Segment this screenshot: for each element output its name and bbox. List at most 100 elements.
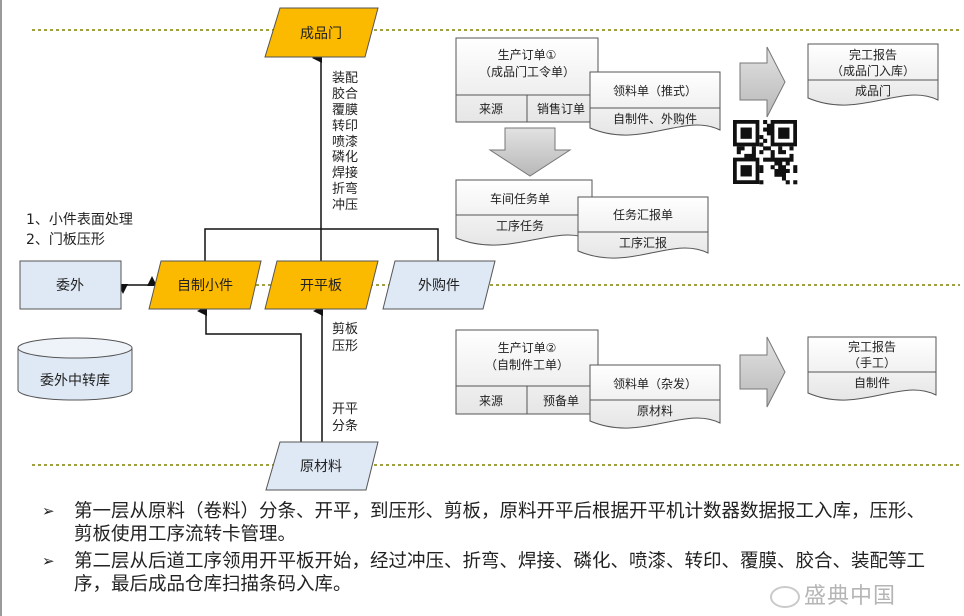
qr-module xyxy=(766,146,771,151)
process-label: 压形 xyxy=(332,339,358,354)
note-2: 2、门板压形 xyxy=(26,232,105,248)
right-arrow-icon xyxy=(739,336,786,408)
bullet-text: 第一层从原料（卷料）分条、开平，到压形、剪板，原料开平后根据开平机计数器数据报工… xyxy=(74,501,926,545)
finished-door-label: 成品门 xyxy=(300,26,342,42)
finished-door-node xyxy=(264,7,379,58)
raw-material-label: 原材料 xyxy=(300,459,342,475)
qr-module xyxy=(766,127,771,132)
qr-module xyxy=(778,146,783,151)
flat-sheet-label: 开平板 xyxy=(300,278,342,294)
qr-module xyxy=(759,150,764,155)
wechat-icon xyxy=(770,586,800,608)
doc-title: 领料单（杂发） xyxy=(613,376,697,391)
doc-title: 任务汇报单 xyxy=(613,207,673,222)
qr-module xyxy=(781,168,787,174)
qr-module xyxy=(781,176,787,181)
process-label: 装配 xyxy=(332,71,358,86)
doc-content: 工序任务 xyxy=(496,218,544,233)
qr-module xyxy=(740,127,752,139)
qr-module xyxy=(781,157,787,162)
completion-report-2: 完工报告 （手工） 自制件 xyxy=(807,336,937,401)
arrow-bullet-icon: ➢ xyxy=(42,502,55,520)
qr-module xyxy=(793,165,798,170)
raw-material-node xyxy=(265,441,379,491)
qr-module xyxy=(740,146,745,151)
qr-module xyxy=(763,120,768,125)
qr-module xyxy=(789,157,794,162)
qr-module xyxy=(774,172,779,177)
outsource-label: 委外 xyxy=(56,278,84,294)
self-made-parts-label: 自制小件 xyxy=(177,278,233,294)
bullet-item: ➢ 第二层从后道工序领用开平板开始，经过冲压、折弯、焊接、磷化、喷漆、转印、覆膜… xyxy=(42,550,942,596)
process-label: 折弯 xyxy=(332,181,358,197)
material-requisition-misc: 领料单（杂发） 原材料 xyxy=(589,364,721,429)
outsource-node xyxy=(19,260,122,310)
qr-module xyxy=(778,127,790,139)
watermark: 盛典中国 xyxy=(770,584,896,610)
doc-content: 工序汇报 xyxy=(619,235,667,250)
doc-subtitle: （成品门入库） xyxy=(831,63,915,78)
qr-module xyxy=(778,172,783,177)
qr-module xyxy=(781,165,787,170)
qr-module xyxy=(736,146,741,151)
task-report-doc: 任务汇报单 工序汇报 xyxy=(577,196,709,259)
completion-report-1: 完工报告 （成品门入库） 成品门 xyxy=(807,43,939,106)
doc-subtitle: （自制件工单） xyxy=(485,358,569,372)
process-label: 喷漆 xyxy=(332,134,358,150)
doc-title: 完工报告 xyxy=(849,47,897,62)
doc-title: 生产订单① xyxy=(498,48,557,62)
qr-module xyxy=(785,157,790,162)
doc-content: 原材料 xyxy=(637,404,673,418)
qr-module xyxy=(736,150,741,155)
down-arrow-icon xyxy=(488,127,572,177)
qr-module xyxy=(789,153,794,158)
doc-content: 成品门 xyxy=(855,83,891,98)
qr-module xyxy=(778,157,783,162)
qr-module xyxy=(759,142,764,147)
material-requisition-push: 领料单（推式） 自制件、外购件 xyxy=(589,71,721,136)
doc-field-label: 来源 xyxy=(479,394,503,408)
process-label: 分条 xyxy=(332,418,358,434)
bullet-text: 第二层从后道工序领用开平板开始，经过冲压、折弯、焊接、磷化、喷漆、转印、覆膜、胶… xyxy=(74,551,926,595)
qr-module xyxy=(770,157,775,162)
qr-module xyxy=(748,153,753,158)
qr-module xyxy=(744,153,749,158)
qr-module xyxy=(759,180,764,185)
qr-module xyxy=(774,161,779,166)
upper-process-list: 装配 胶合 覆膜 转印 喷漆 磷化 焊接 折弯 冲压 xyxy=(332,71,358,213)
outsource-warehouse-cylinder: 委外中转库 xyxy=(17,337,133,401)
qr-module xyxy=(770,153,775,158)
process-label: 覆膜 xyxy=(332,103,358,118)
qr-module xyxy=(766,157,771,162)
left-border xyxy=(0,0,2,616)
qr-module xyxy=(778,168,783,174)
merge-line xyxy=(204,228,439,261)
qr-module xyxy=(774,157,779,162)
qr-module xyxy=(759,135,764,140)
process-label: 转印 xyxy=(332,119,358,134)
doc-field-value: 销售订单 xyxy=(537,101,585,116)
outsource-warehouse-label: 委外中转库 xyxy=(40,373,110,389)
doc-content: 自制件、外购件 xyxy=(613,111,697,126)
qr-module xyxy=(785,168,790,174)
qr-module xyxy=(770,150,775,155)
qr-module xyxy=(763,146,768,151)
purchased-parts-label: 外购件 xyxy=(418,278,460,294)
right-arrow-icon xyxy=(739,46,786,118)
workshop-task-doc: 车间任务单 工序任务 xyxy=(455,179,593,246)
process-label: 冲压 xyxy=(332,198,358,213)
qr-module xyxy=(763,127,768,132)
qr-module xyxy=(766,123,771,128)
doc-title: 领料单（推式） xyxy=(613,84,697,98)
doc-title: 车间任务单 xyxy=(490,191,550,206)
qr-module xyxy=(778,165,783,170)
doc-title: 完工报告 xyxy=(848,339,896,354)
qr-module xyxy=(781,150,787,155)
qr-module xyxy=(781,172,787,177)
bullet-item: ➢ 第一层从原料（卷料）分条、开平，到压形、剪板，原料开平后根据开平机计数器数据… xyxy=(42,500,942,546)
self-made-parts-node xyxy=(148,260,262,310)
watermark-text: 盛典中国 xyxy=(804,584,897,609)
arrow-bullet-icon: ➢ xyxy=(42,552,55,570)
purchased-parts-node xyxy=(382,260,496,310)
